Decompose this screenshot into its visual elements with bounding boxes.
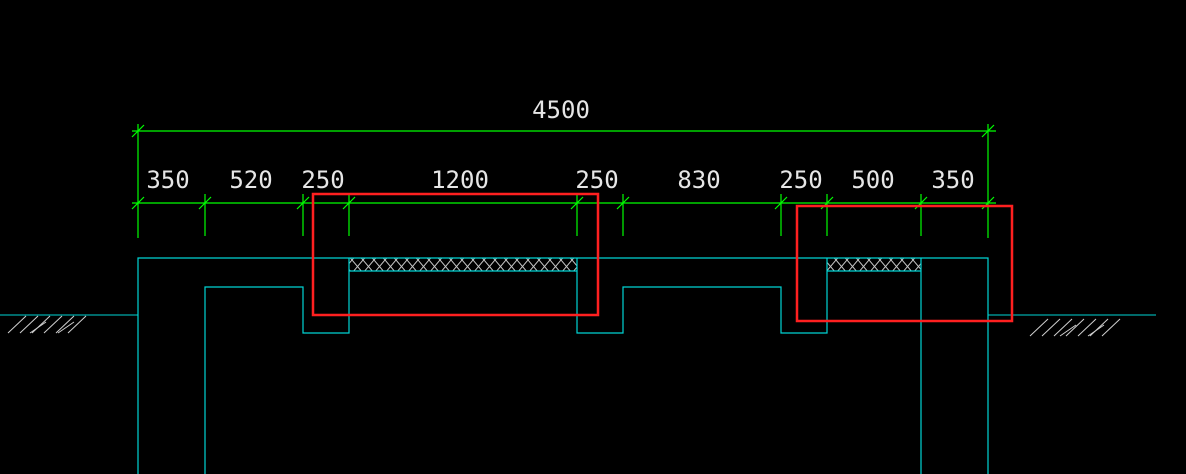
- highlight-box-left[interactable]: [311, 192, 600, 317]
- segment-dimension-line: [131, 194, 996, 236]
- dim-label-5: 250: [575, 166, 618, 194]
- hatched-slab-right: [827, 258, 921, 271]
- dim-label-9: 350: [931, 166, 974, 194]
- overall-dimension: [131, 124, 996, 238]
- hatched-slab-left: [349, 258, 577, 271]
- highlight-box-right[interactable]: [795, 204, 1014, 323]
- dim-label-2: 520: [229, 166, 272, 194]
- ground-right: [988, 314, 1156, 337]
- dim-label-8: 500: [851, 166, 894, 194]
- segment-dimension-labels: 350 520 250 1200 250 830 250 500 350: [146, 166, 974, 194]
- overall-dimension-label: 4500: [532, 96, 590, 124]
- structure-outline: [137, 257, 989, 474]
- dim-label-1: 350: [146, 166, 189, 194]
- ground-left: [0, 314, 138, 334]
- dim-label-7: 250: [779, 166, 822, 194]
- dim-label-3: 250: [301, 166, 344, 194]
- dim-label-4: 1200: [431, 166, 489, 194]
- dim-label-6: 830: [677, 166, 720, 194]
